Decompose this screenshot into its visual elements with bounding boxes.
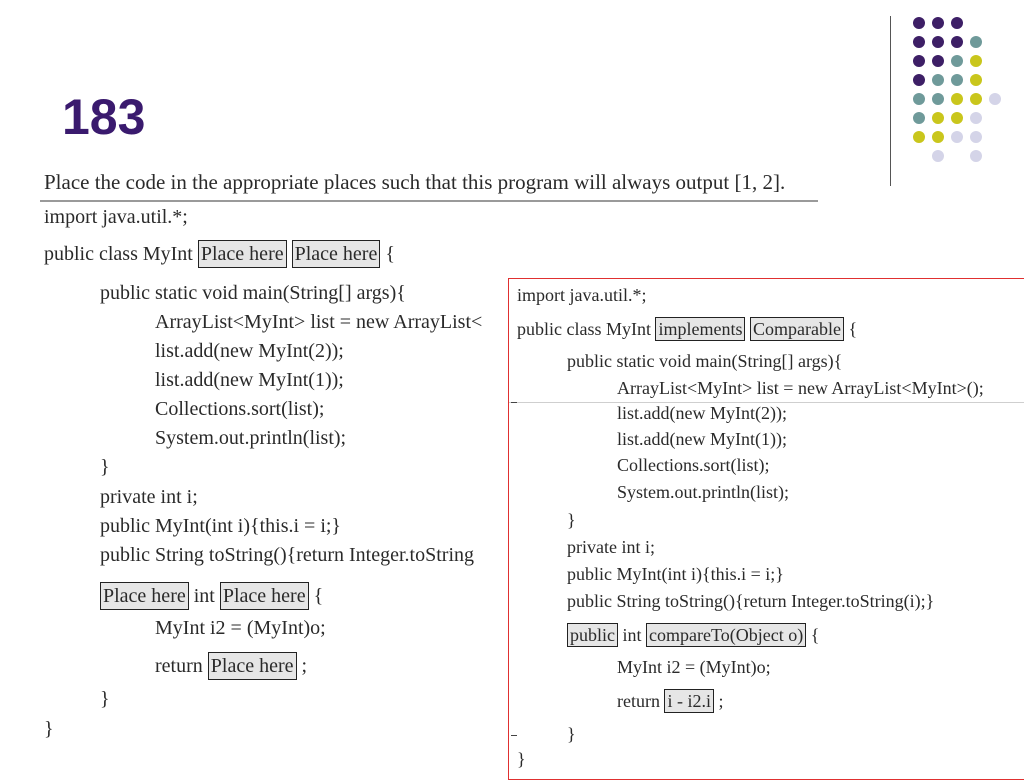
code-text: public class MyInt <box>517 319 656 339</box>
code-line: private int i; <box>100 486 198 508</box>
code-text: { <box>843 319 858 339</box>
code-text: int <box>618 625 647 645</box>
code-line: return Place here ; <box>155 652 307 680</box>
decorative-dot-grid <box>913 17 1001 162</box>
answer-line: list.add(new MyInt(1)); <box>617 429 787 449</box>
code-text: { <box>380 243 395 265</box>
code-text: { <box>308 585 324 607</box>
answer-line: private int i; <box>567 537 655 557</box>
placeholder-box: Place here <box>100 582 189 610</box>
margin-tick <box>511 402 517 403</box>
panel-separator <box>509 402 1024 403</box>
code-line: public String toString(){return Integer.… <box>100 544 474 566</box>
code-line: MyInt i2 = (MyInt)o; <box>155 617 326 639</box>
answer-line: list.add(new MyInt(2)); <box>617 403 787 423</box>
slide-title: 183 <box>62 89 146 145</box>
answer-line: return i - i2.i ; <box>617 689 724 713</box>
instruction-divider <box>40 200 818 202</box>
code-line: public MyInt(int i){this.i = i;} <box>100 515 342 537</box>
answer-box: i - i2.i <box>664 689 714 713</box>
placeholder-box: Place here <box>207 652 297 680</box>
code-line: list.add(new MyInt(1)); <box>155 369 344 391</box>
answer-line: ArrayList<MyInt> list = new ArrayList<My… <box>617 378 984 398</box>
answer-box: Comparable <box>749 317 844 341</box>
code-text: ; <box>296 655 308 677</box>
code-line: list.add(new MyInt(2)); <box>155 340 344 362</box>
placeholder-box: Place here <box>197 240 287 268</box>
answer-line: public int compareTo(Object o) { <box>567 623 819 647</box>
code-line: System.out.println(list); <box>155 427 347 449</box>
answer-box: implements <box>655 317 746 341</box>
code-line: } <box>44 718 54 740</box>
code-line: } <box>100 688 110 710</box>
answer-line: MyInt i2 = (MyInt)o; <box>617 657 771 677</box>
code-text: return <box>617 691 665 711</box>
code-line: public static void main(String[] args){ <box>100 282 406 304</box>
answer-line: } <box>517 749 526 769</box>
answer-box: public <box>567 623 618 647</box>
answer-line: import java.util.*; <box>517 285 647 305</box>
answer-line: System.out.println(list); <box>617 482 790 502</box>
answer-line: } <box>567 724 576 744</box>
placeholder-box: Place here <box>219 582 309 610</box>
answer-line: Collections.sort(list); <box>617 455 770 475</box>
margin-tick <box>511 735 517 736</box>
code-text: int <box>188 585 220 607</box>
code-line: Collections.sort(list); <box>155 398 325 420</box>
code-line: } <box>100 456 110 478</box>
code-line: import java.util.*; <box>44 206 188 228</box>
code-text: public class MyInt <box>44 243 198 265</box>
answer-line: public String toString(){return Integer.… <box>567 591 935 611</box>
code-text: ; <box>713 691 724 711</box>
instruction-text: Place the code in the appropriate places… <box>44 170 786 194</box>
placeholder-box: Place here <box>291 240 381 268</box>
code-line: Place here int Place here { <box>100 582 323 610</box>
decorative-divider <box>890 16 891 186</box>
answer-line: public class MyInt implements Comparable… <box>517 317 857 341</box>
code-line: public class MyInt Place here Place here… <box>44 240 395 268</box>
code-line: ArrayList<MyInt> list = new ArrayList< <box>155 311 483 333</box>
answer-panel: import java.util.*; public class MyInt i… <box>508 278 1024 780</box>
dot-grid-dots <box>913 17 1001 162</box>
answer-line: } <box>567 510 576 530</box>
code-text: return <box>155 655 208 677</box>
code-text: { <box>806 625 820 645</box>
answer-line: public MyInt(int i){this.i = i;} <box>567 564 784 584</box>
answer-box: compareTo(Object o) <box>646 623 807 647</box>
answer-line: public static void main(String[] args){ <box>567 351 843 371</box>
